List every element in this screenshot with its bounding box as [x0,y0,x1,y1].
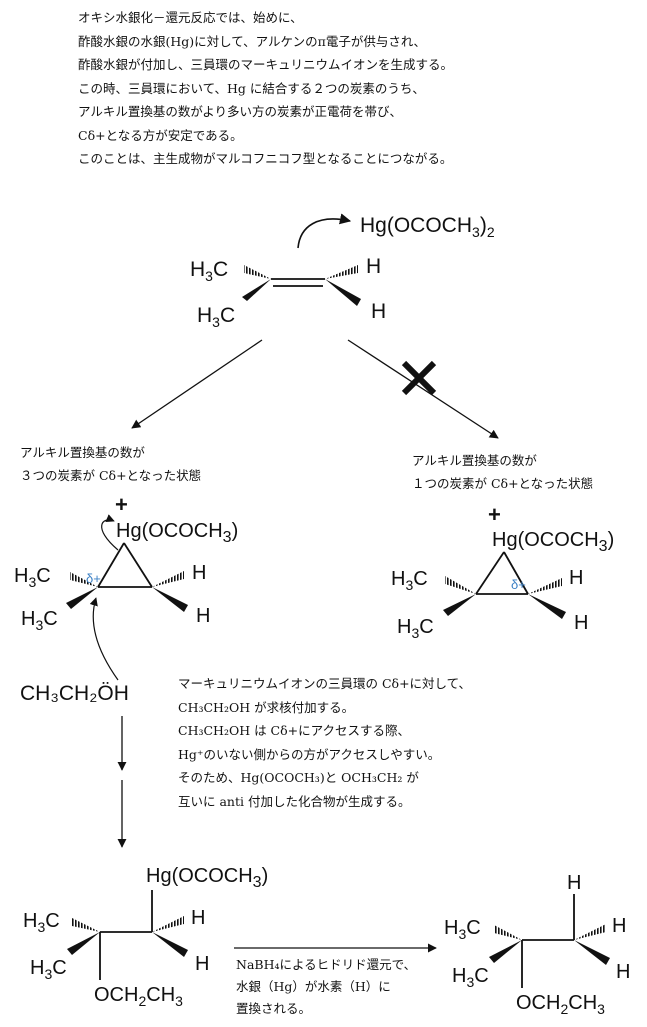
wedge-bond [242,279,271,301]
hydrogen-label: H [612,915,626,937]
hydrogen-label: H [366,255,381,278]
ring-bond [503,551,529,595]
wedge-bond [152,932,188,957]
hashed-bond [244,265,271,279]
methyl-label: H3C [23,910,60,935]
hg-label: Hg(OCOCH3) [116,520,238,546]
hydrogen-label: H [191,907,205,929]
methyl-label: H3C [391,568,428,593]
hydrogen-label: H [567,872,581,894]
alkene-molecule: Hg(OCOCH3)2 H3C H3C H H [190,213,495,330]
delta-plus-label: δ+ [511,577,526,592]
arrow-to-left-ion [131,339,263,429]
branch-right-label: アルキル置換基の数が １つの炭素が Cδ+となった状態 [412,453,594,491]
intro-line: Cδ+となる方が安定である。 [78,127,243,143]
wedge-bond [528,594,566,619]
methyl-label: H3C [444,917,481,942]
delta-plus-label: δ+ [86,571,101,586]
wedge-bond [152,587,188,612]
hg-label: Hg(OCOCH3) [146,865,268,891]
hashed-bond [325,265,358,279]
hashed-bond [72,918,100,932]
hashed-bond [152,916,184,932]
hg-label: Hg(OCOCH3) [492,529,614,555]
wedge-bond [67,932,100,955]
nucleophilic-attack-arrow [89,597,119,681]
positive-charge: + [488,502,501,527]
ring-bond [97,542,125,588]
hashed-bond [152,571,184,587]
disfavored-cross-icon [401,360,437,396]
intro-line: このことは、主生成物がマルコフニコフ型となることにつながる。 [78,151,453,166]
attack-note: マーキュリニウムイオンの三員環の Cδ+に対して、 CH₃CH₂OH が求核付加… [178,676,472,809]
mercurinium-ion-left: + Hg(OCOCH3) H3C H3C δ+ H H [14,492,238,633]
organomercury-intermediate: Hg(OCOCH3) H3C H3C OCH2CH3 H H [23,865,268,1009]
branch-left-label: アルキル置換基の数が ３つの炭素が Cδ+となった状態 [20,445,202,483]
hashed-bond [574,924,606,940]
methyl-label: H3C [452,965,489,990]
reduction-note: NaBH₄によるヒドリド還元で、 水銀（Hg）が水素（H）に 置換される。 [236,957,417,1016]
ethanol-nucleophile: CH₃CH₂ÖH [20,682,129,705]
hydrogen-label: H [195,953,209,975]
hydrogen-label: H [371,300,386,323]
intro-line: 酢酸水銀が付加し、三員環のマーキュリニウムイオンを生成する。 [78,57,454,72]
ethoxy-label: OCH2CH3 [516,992,605,1017]
intro-line: アルキル置換基の数がより多い方の炭素が正電荷を帯び、 [78,104,403,119]
hashed-bond [445,576,476,594]
arrow-to-right-ion [347,339,499,439]
ethoxy-label: OCH2CH3 [94,984,183,1009]
ether-product: H H3C H3C OCH2CH3 H H [444,872,630,1017]
methyl-label: H3C [30,957,67,982]
wedge-bond [443,594,476,616]
methyl-label: H3C [14,565,51,590]
ring-bond [123,542,153,588]
intro-line: オキシ水銀化－還元反応では、始めに、 [78,10,303,25]
hydrogen-label: H [192,562,206,584]
intro-line: 酢酸水銀の水銀(Hg)に対して、アルケンのπ電子が供与され、 [78,33,426,49]
methyl-label: H3C [190,258,228,284]
hydrogen-label: H [574,612,588,634]
methyl-label: H3C [21,608,58,633]
hydrogen-label: H [196,605,210,627]
intro-paragraph: オキシ水銀化－還元反応では、始めに、 酢酸水銀の水銀(Hg)に対して、アルケンの… [78,6,618,171]
hydrogen-label: H [569,567,583,589]
wedge-bond [489,940,522,963]
mercurinium-ion-right: + Hg(OCOCH3) H3C H3C δ+ H H [391,502,614,641]
curved-arrow [101,514,119,551]
wedge-bond [66,587,98,609]
reagent-formula: Hg(OCOCH3)2 [360,214,495,240]
positive-charge: + [115,492,128,517]
intro-line: この時、三員環において、Hg に結合する２つの炭素のうち、 [78,80,425,96]
wedge-bond [325,279,361,306]
methyl-label: H3C [197,304,235,330]
hashed-bond [70,572,98,587]
electron-push-arrow [297,213,352,249]
methyl-label: H3C [397,616,434,641]
hashed-bond [528,578,562,594]
hydrogen-label: H [616,961,630,983]
wedge-bond [574,940,610,965]
ring-bond [475,551,505,595]
hashed-bond [494,925,522,940]
